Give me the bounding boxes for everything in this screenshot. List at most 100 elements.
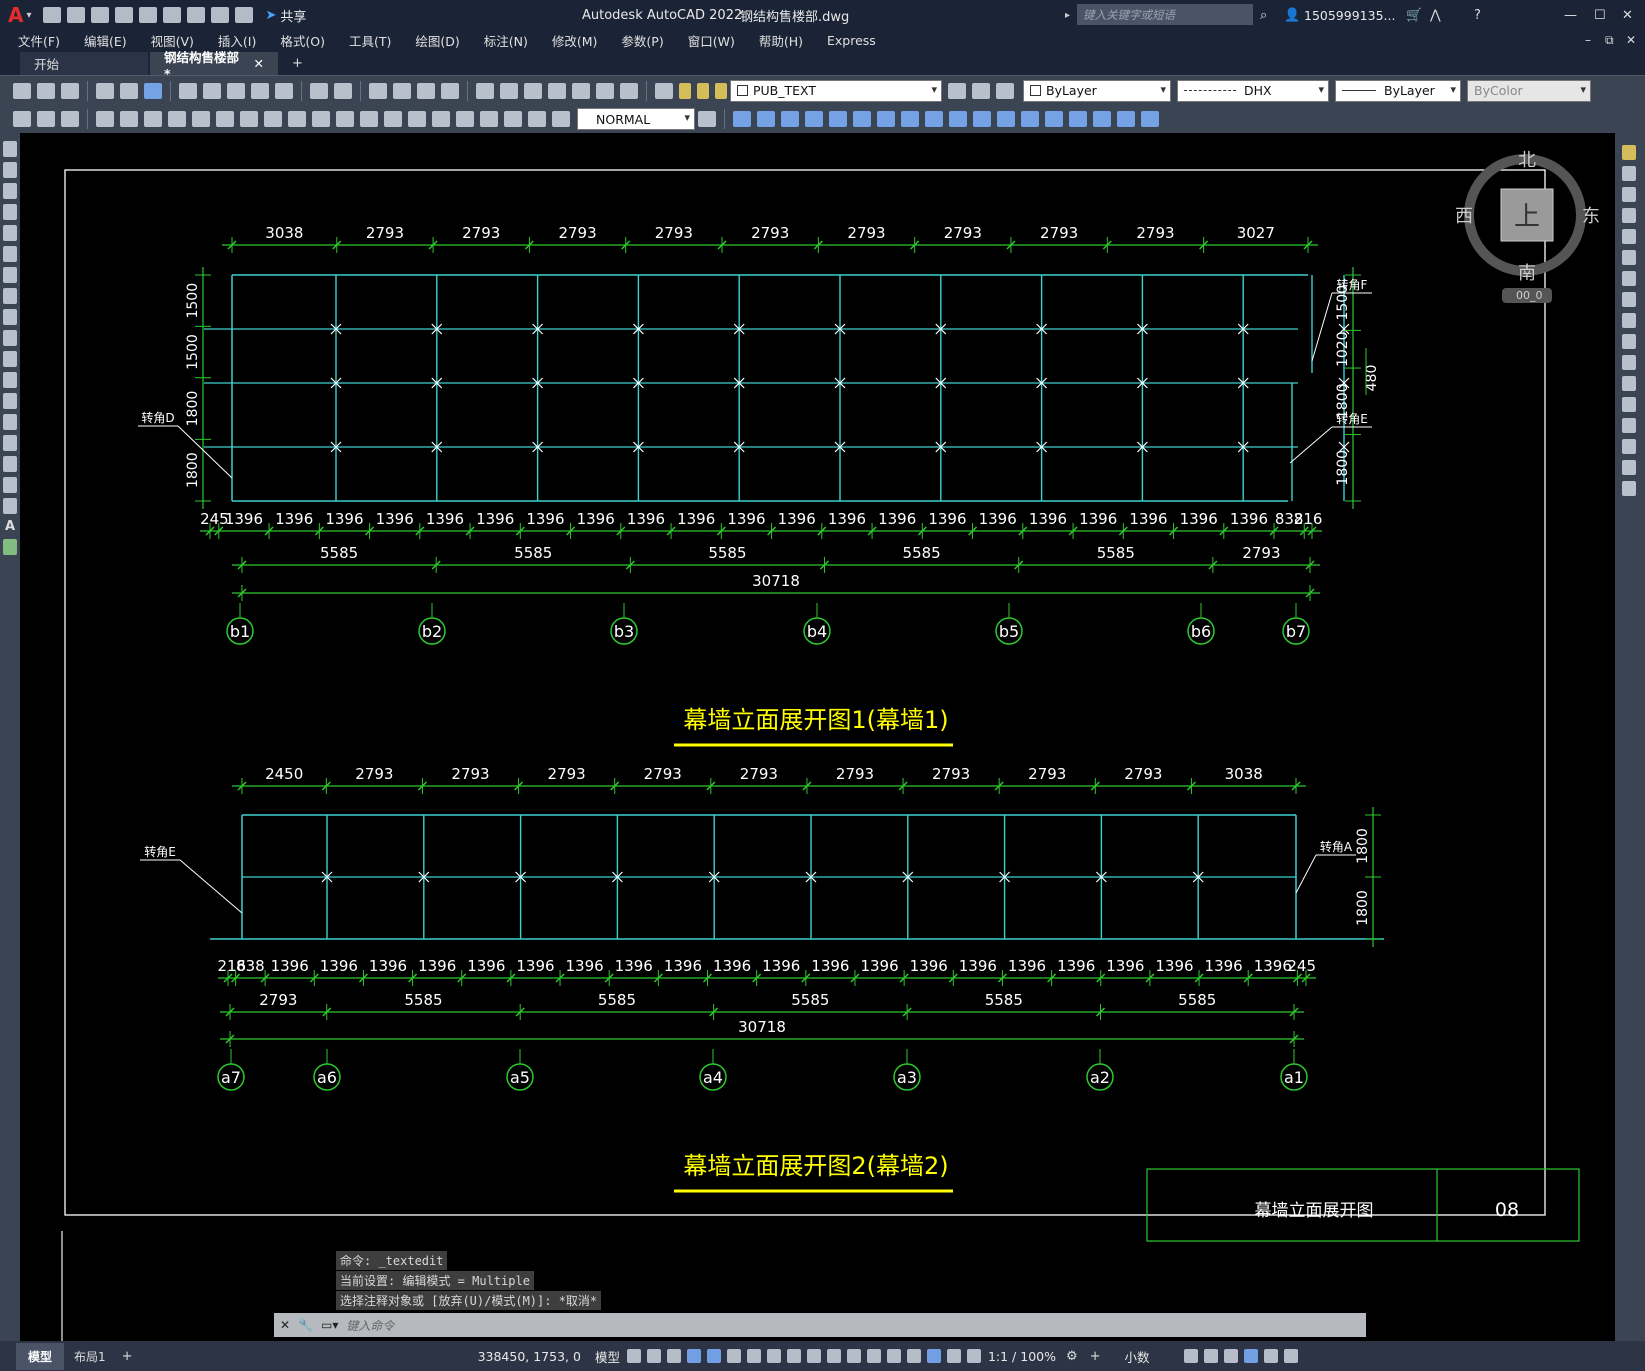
menu-tools[interactable]: 工具(T) bbox=[348, 33, 392, 49]
sheet-set-icon[interactable] bbox=[548, 82, 566, 99]
workspace-gear-icon[interactable]: ⚙ bbox=[1065, 1348, 1078, 1364]
undo-icon[interactable] bbox=[310, 82, 328, 99]
3d-union-icon[interactable] bbox=[757, 111, 775, 127]
doc-close-button[interactable]: ✕ bbox=[1626, 33, 1637, 47]
quick-properties-icon[interactable] bbox=[1183, 1349, 1198, 1363]
make-current-icon[interactable] bbox=[948, 82, 966, 99]
3d-rotate-icon[interactable] bbox=[997, 111, 1015, 127]
isodraft-icon[interactable] bbox=[746, 1349, 761, 1363]
layer-properties-icon[interactable] bbox=[655, 82, 673, 99]
aligned-dim-icon[interactable] bbox=[120, 111, 138, 127]
autodesk-a360-icon[interactable]: ⋀ bbox=[1430, 7, 1441, 23]
match-properties-icon[interactable] bbox=[251, 82, 269, 99]
array-icon[interactable] bbox=[1621, 229, 1636, 244]
doc-minimize-button[interactable]: – bbox=[1585, 33, 1591, 47]
object-snap-icon[interactable] bbox=[786, 1349, 801, 1363]
make-block-icon[interactable] bbox=[3, 393, 17, 409]
spline-icon[interactable] bbox=[3, 309, 17, 325]
plot-icon[interactable] bbox=[186, 7, 205, 23]
viewcube-ring[interactable] bbox=[1464, 154, 1586, 276]
layer-freeze-icon[interactable] bbox=[697, 82, 709, 99]
add-selected-icon[interactable] bbox=[3, 539, 17, 555]
share-icon[interactable]: ➤ bbox=[265, 7, 277, 23]
polar-icon[interactable] bbox=[726, 1349, 741, 1363]
ordinate-icon[interactable] bbox=[168, 111, 186, 127]
isolate-objects-icon[interactable] bbox=[1223, 1349, 1238, 1363]
3d-osnap-icon[interactable] bbox=[866, 1349, 881, 1363]
properties-icon[interactable] bbox=[476, 82, 494, 99]
3d-sweep-icon[interactable] bbox=[877, 111, 895, 127]
hatch-icon[interactable] bbox=[13, 111, 31, 127]
block-editor-icon[interactable] bbox=[275, 82, 293, 99]
radius-icon[interactable] bbox=[192, 111, 210, 127]
stretch-icon[interactable] bbox=[1621, 313, 1636, 328]
3d-shell-icon[interactable] bbox=[1141, 111, 1159, 127]
help-icon[interactable]: ? bbox=[1474, 7, 1481, 23]
continue-icon[interactable] bbox=[336, 111, 354, 127]
dim-edit-icon[interactable] bbox=[504, 111, 522, 127]
blend-icon[interactable] bbox=[1621, 460, 1636, 475]
gradient-icon[interactable] bbox=[3, 456, 17, 472]
construction-line-icon[interactable] bbox=[3, 162, 17, 178]
paste-icon[interactable] bbox=[227, 82, 245, 99]
layer-dropdown[interactable]: PUB_TEXT bbox=[730, 79, 942, 102]
3d-intersect-icon[interactable] bbox=[805, 111, 823, 127]
jogged-icon[interactable] bbox=[216, 111, 234, 127]
lock-ui-icon[interactable] bbox=[1203, 1349, 1218, 1363]
maximize-button[interactable]: ☐ bbox=[1594, 7, 1606, 23]
3d-mirror-icon[interactable] bbox=[1069, 111, 1087, 127]
cart-icon[interactable]: 🛒 bbox=[1406, 7, 1423, 23]
save-as-icon[interactable] bbox=[114, 7, 133, 23]
zoom-realtime-icon[interactable] bbox=[393, 82, 411, 99]
tab-model[interactable]: 模型 bbox=[16, 1342, 65, 1370]
jogged-linear-icon[interactable] bbox=[480, 111, 498, 127]
offset-icon[interactable] bbox=[1621, 208, 1636, 223]
grid-icon[interactable] bbox=[626, 1349, 641, 1363]
open-icon[interactable] bbox=[66, 7, 85, 23]
open-icon[interactable] bbox=[37, 82, 55, 99]
layer-previous-icon[interactable] bbox=[972, 82, 990, 99]
publish-icon[interactable] bbox=[144, 82, 162, 99]
menu-insert[interactable]: 插入(I) bbox=[217, 33, 257, 49]
region-icon[interactable] bbox=[61, 111, 79, 127]
viewcube-west[interactable]: 西 bbox=[1455, 206, 1473, 227]
3d-move-icon[interactable] bbox=[973, 111, 991, 127]
save-icon[interactable] bbox=[61, 82, 79, 99]
circle-icon[interactable] bbox=[3, 267, 17, 283]
3d-chamfer-icon[interactable] bbox=[1117, 111, 1135, 127]
3d-box-icon[interactable] bbox=[733, 111, 751, 127]
linetype-dropdown[interactable]: DHX bbox=[1177, 79, 1329, 102]
menu-modify[interactable]: 修改(M) bbox=[551, 33, 598, 49]
extend-icon[interactable] bbox=[1621, 355, 1636, 370]
dim-text-edit-icon[interactable] bbox=[528, 111, 546, 127]
layer-states-icon[interactable] bbox=[996, 82, 1014, 99]
search-chevron-icon[interactable]: ▸ bbox=[1065, 9, 1071, 21]
copy-object-icon[interactable] bbox=[1621, 166, 1636, 181]
menu-help[interactable]: 帮助(H) bbox=[758, 33, 803, 49]
erase-icon[interactable] bbox=[1621, 145, 1636, 160]
tab-start[interactable]: 开始 bbox=[20, 52, 148, 75]
viewcube-north[interactable]: 北 bbox=[1518, 150, 1536, 171]
open-web-icon[interactable] bbox=[138, 7, 157, 23]
minimize-button[interactable]: — bbox=[1564, 7, 1577, 23]
dim-style-icon[interactable] bbox=[698, 111, 716, 127]
hatch-icon[interactable] bbox=[3, 435, 17, 451]
move-icon[interactable] bbox=[1621, 250, 1636, 265]
menu-view[interactable]: 视图(V) bbox=[150, 33, 194, 49]
lineweight-dropdown[interactable]: ByLayer bbox=[1335, 79, 1461, 102]
share-button[interactable]: 共享 bbox=[280, 9, 307, 25]
angular-icon[interactable] bbox=[264, 111, 282, 127]
trim-icon[interactable] bbox=[1621, 334, 1636, 349]
undo-icon[interactable] bbox=[210, 7, 229, 23]
menu-dimension[interactable]: 标注(N) bbox=[483, 33, 528, 49]
zoom-previous-icon[interactable] bbox=[441, 82, 459, 99]
tab-layout1[interactable]: 布局1 bbox=[64, 1343, 116, 1370]
viewcube-face[interactable] bbox=[1500, 188, 1554, 242]
tab-close-icon[interactable]: ✕ bbox=[253, 56, 264, 71]
model-space-button[interactable]: 模型 bbox=[594, 1349, 620, 1365]
dynamic-ucs-icon[interactable] bbox=[886, 1349, 901, 1363]
layer-lock-icon[interactable] bbox=[715, 82, 727, 99]
transparency-icon[interactable] bbox=[826, 1349, 841, 1363]
auto-scale-icon[interactable] bbox=[966, 1349, 981, 1363]
units-button[interactable]: 小数 bbox=[1124, 1349, 1150, 1365]
